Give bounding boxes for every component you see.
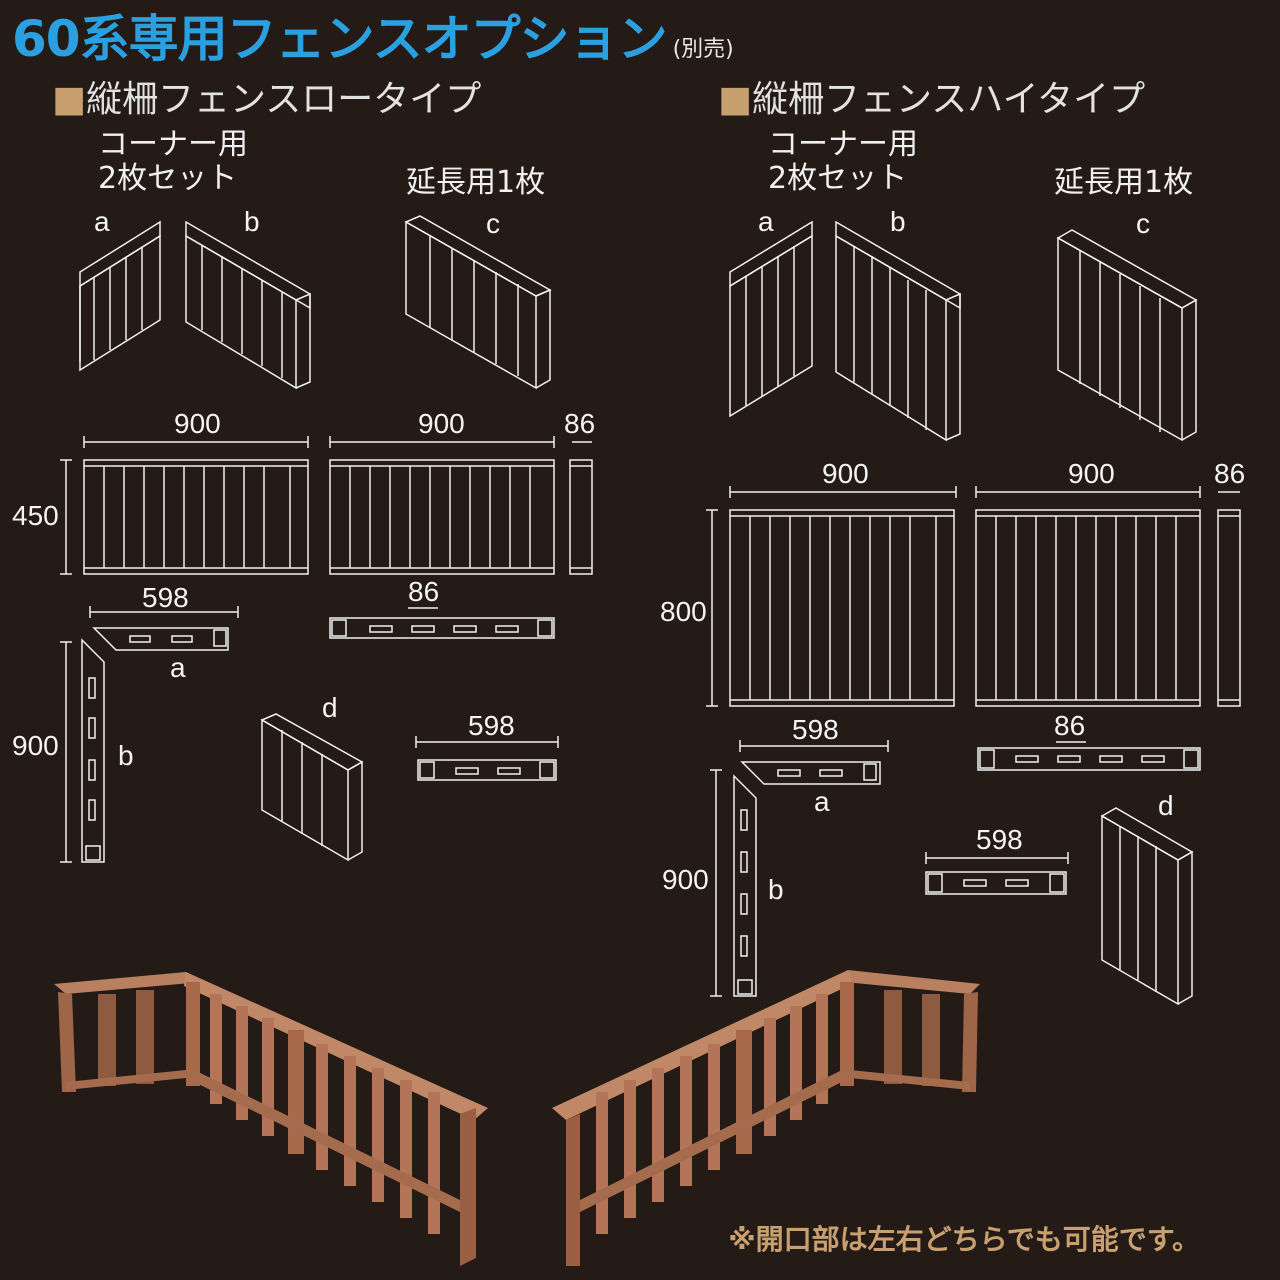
low-label-c: c: [486, 208, 500, 239]
high-plan-a: [739, 740, 889, 785]
low-width-86: 86: [564, 408, 596, 439]
low-plan-a: [89, 606, 239, 651]
low-plan-c: [329, 607, 555, 639]
low-iso-panel-c: [404, 215, 552, 390]
low-iso-panel-a: [79, 220, 161, 372]
high-width-900-a: 900: [822, 458, 869, 489]
low-width-900-a: 900: [174, 408, 221, 439]
high-width-86-b: 86: [1054, 710, 1086, 741]
high-width-86: 86: [1214, 458, 1246, 489]
low-heading-mark: ■: [52, 79, 87, 120]
low-front-view-c: [329, 436, 555, 575]
title-note: (別売): [672, 37, 734, 62]
low-height-450: 450: [12, 500, 59, 531]
high-width-598-b: 598: [976, 824, 1023, 855]
low-iso-panel-b: [185, 220, 311, 390]
low-type-heading: ■縦柵フェンスロータイプ: [52, 78, 481, 122]
high-corner-label-2: 2枚セット: [768, 161, 908, 196]
high-heading-mark: ■: [718, 79, 753, 120]
high-height-900: 900: [662, 864, 709, 895]
high-width-598: 598: [792, 714, 839, 745]
high-iso-panel-d: [1100, 807, 1194, 1006]
low-width-598: 598: [142, 582, 189, 613]
high-height-800: 800: [660, 596, 707, 627]
high-label-b: b: [890, 206, 906, 237]
low-front-view-a: [60, 436, 309, 575]
high-plan-c: [977, 741, 1201, 771]
low-label-d: d: [322, 692, 338, 723]
high-heading-text: 縦柵フェンスハイタイプ: [752, 79, 1146, 120]
title-text: 60系専用フェンスオプション: [12, 10, 668, 68]
low-label-a: a: [94, 206, 110, 237]
low-extension-label: 延長用1枚: [406, 165, 546, 200]
page-title: 60系専用フェンスオプション(別売): [12, 4, 734, 85]
high-front-view-c: [975, 486, 1201, 707]
high-label-c: c: [1136, 208, 1150, 239]
high-label-d: d: [1158, 790, 1174, 821]
low-corner-label-2: 2枚セット: [98, 161, 238, 196]
low-plan-d: [415, 736, 559, 781]
low-width-598-b: 598: [468, 710, 515, 741]
low-corner-label-1: コーナー用: [98, 127, 248, 162]
low-height-900: 900: [12, 730, 59, 761]
footnote: ※開口部は左右どちらでも可能です。: [728, 1223, 1200, 1256]
high-type-heading: ■縦柵フェンスハイタイプ: [718, 78, 1145, 122]
high-iso-panel-c: [1056, 229, 1198, 442]
high-front-view-a: [706, 486, 957, 707]
fence-photo-left: [54, 972, 488, 1266]
low-iso-panel-d: [260, 713, 364, 862]
high-corner-label-1: コーナー用: [768, 127, 918, 162]
low-plan-label-a: a: [170, 652, 186, 683]
low-label-b: b: [244, 206, 260, 237]
high-extension-label: 延長用1枚: [1054, 165, 1194, 200]
high-iso-panel-b: [835, 220, 961, 442]
high-iso-panel-a: [729, 220, 813, 418]
low-plan-label-b: b: [118, 740, 134, 771]
high-side-view: [1217, 491, 1241, 707]
high-plan-d: [925, 852, 1069, 895]
low-side-view: [569, 441, 593, 575]
high-plan-label-a: a: [814, 786, 830, 817]
low-heading-text: 縦柵フェンスロータイプ: [86, 79, 482, 120]
low-plan-b: [60, 638, 105, 863]
high-plan-b: [710, 769, 757, 997]
high-label-a: a: [758, 206, 774, 237]
low-width-900-b: 900: [418, 408, 465, 439]
fence-photo-right: [552, 970, 980, 1266]
high-width-900-b: 900: [1068, 458, 1115, 489]
low-width-86-b: 86: [408, 576, 440, 607]
high-plan-label-b: b: [768, 874, 784, 905]
